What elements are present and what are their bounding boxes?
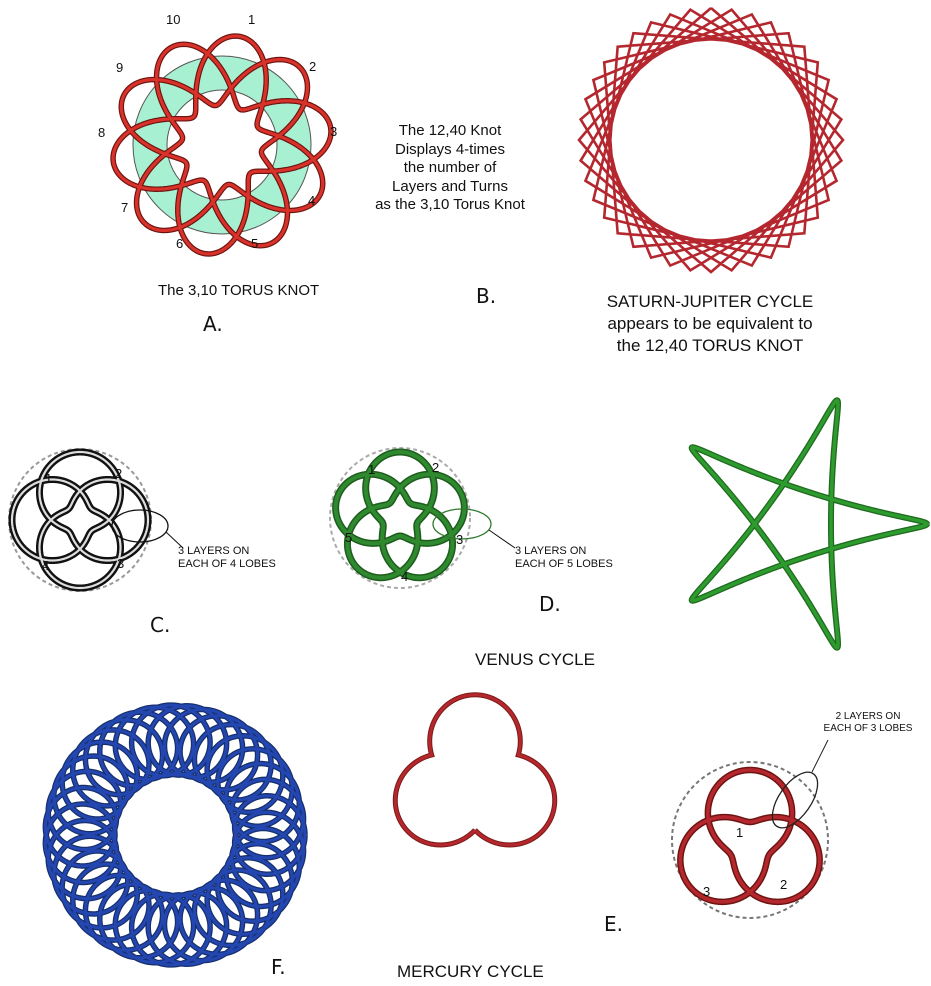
d-knot-outline [336, 452, 465, 578]
panel-c-letter: C. [150, 613, 170, 637]
c-lobe-4: 4 [42, 558, 49, 573]
venus-cycle-drawing [692, 400, 927, 647]
torus-ring-inner-edge [167, 90, 277, 200]
venus-outline [692, 400, 927, 647]
venus-strand [692, 400, 927, 647]
saturn-jupiter-caption: SATURN-JUPITER CYCLE appears to be equiv… [560, 291, 860, 357]
c-lobe-2: 2 [115, 466, 122, 481]
c-dashed-circle [9, 449, 151, 591]
panel-d-note-line-1: 3 LAYERS ON [515, 545, 613, 558]
panel-a-letter: A. [203, 312, 223, 336]
knot-number-8: 8 [98, 125, 105, 140]
panel-d-note: 3 LAYERS ON EACH OF 5 LOBES [515, 545, 613, 571]
knot-number-5: 5 [251, 236, 258, 251]
venus-cycle-caption: VENUS CYCLE [475, 650, 595, 670]
e-knot-outline [680, 770, 819, 902]
e-dashed-circle [672, 762, 828, 918]
mercury-strand [395, 695, 554, 845]
knot-number-4: 4 [308, 193, 315, 208]
knot-number-6: 6 [176, 236, 183, 251]
e-lobe-2: 2 [780, 877, 787, 892]
saturn-jupiter-cycle-drawing [579, 8, 843, 272]
panel-e-note: 2 LAYERS ON EACH OF 3 LOBES [806, 711, 930, 735]
panel-b-description: The 12,40 Knot Displays 4-times the numb… [350, 122, 550, 215]
three-lobe-knot-drawing [672, 740, 828, 918]
e-lobe-3: 3 [703, 884, 710, 899]
torus-knot-3-10-drawing [113, 36, 331, 254]
saturn-jupiter-pattern [579, 8, 843, 272]
panel-e-letter: E. [604, 912, 623, 936]
torus-knot-caption: The 3,10 TORUS KNOT [158, 282, 319, 299]
panel-c-note-line-2: EACH OF 4 LOBES [178, 558, 276, 571]
d-lobe-5: 5 [345, 530, 352, 545]
panel-c-note: 3 LAYERS ON EACH OF 4 LOBES [178, 545, 276, 571]
panel-d-letter: D. [539, 592, 561, 616]
panel-b-line-2: Displays 4-times [350, 141, 550, 160]
d-knot-strand [336, 452, 465, 578]
d-lobe-2: 2 [432, 460, 439, 475]
panel-e-note-line-2: EACH OF 3 LOBES [806, 723, 930, 735]
knot-number-3: 3 [330, 124, 337, 139]
c-lobe-1: 1 [45, 471, 52, 486]
saturn-caption-line-1: SATURN-JUPITER CYCLE [560, 291, 860, 313]
c-lobe-3: 3 [117, 556, 124, 571]
torus-ring-outer-edge [133, 56, 311, 234]
panel-b-line-1: The 12,40 Knot [350, 122, 550, 141]
mercury-cycle-drawing [395, 695, 554, 845]
panel-b-line-5: as the 3,10 Torus Knot [350, 196, 550, 215]
c-knot-outline [12, 452, 148, 588]
panel-b-letter: B. [476, 284, 496, 308]
e-lobe-callout [764, 765, 827, 836]
spiral-outline [45, 705, 305, 965]
knot-number-2: 2 [309, 59, 316, 74]
panel-b-line-3: the number of [350, 159, 550, 178]
panel-c-note-line-1: 3 LAYERS ON [178, 545, 276, 558]
knot-number-1: 1 [248, 12, 255, 27]
mercury-outline [395, 695, 554, 845]
saturn-caption-line-2: appears to be equivalent to [560, 313, 860, 335]
d-lobe-3: 3 [456, 532, 463, 547]
knot-number-10: 10 [166, 12, 180, 27]
e-knot-strand [680, 770, 819, 902]
mercury-cycle-caption: MERCURY CYCLE [397, 962, 544, 982]
panel-d-note-line-2: EACH OF 5 LOBES [515, 558, 613, 571]
panel-f-letter: F. [271, 955, 286, 979]
e-callout-leader [812, 740, 828, 772]
d-lobe-1: 1 [368, 462, 375, 477]
knot-number-7: 7 [121, 200, 128, 215]
d-dashed-circle [330, 448, 470, 588]
torus-ring [150, 73, 294, 217]
knot-strand [113, 36, 331, 254]
spiral-strand [45, 705, 305, 965]
five-lobe-knot-drawing [330, 448, 515, 588]
panel-e-note-line-1: 2 LAYERS ON [806, 711, 930, 723]
four-lobe-knot-drawing [9, 449, 183, 591]
knot-number-9: 9 [116, 60, 123, 75]
e-lobe-1: 1 [736, 825, 743, 840]
d-lobe-4: 4 [401, 569, 408, 584]
c-knot-highlight [12, 452, 148, 588]
spiral-torus-drawing [45, 705, 305, 965]
saturn-caption-line-3: the 12,40 TORUS KNOT [560, 335, 860, 357]
panel-b-line-4: Layers and Turns [350, 178, 550, 197]
knot-strand-outline [113, 36, 331, 254]
d-callout-leader [489, 530, 515, 548]
c-lobe-callout [112, 510, 168, 542]
